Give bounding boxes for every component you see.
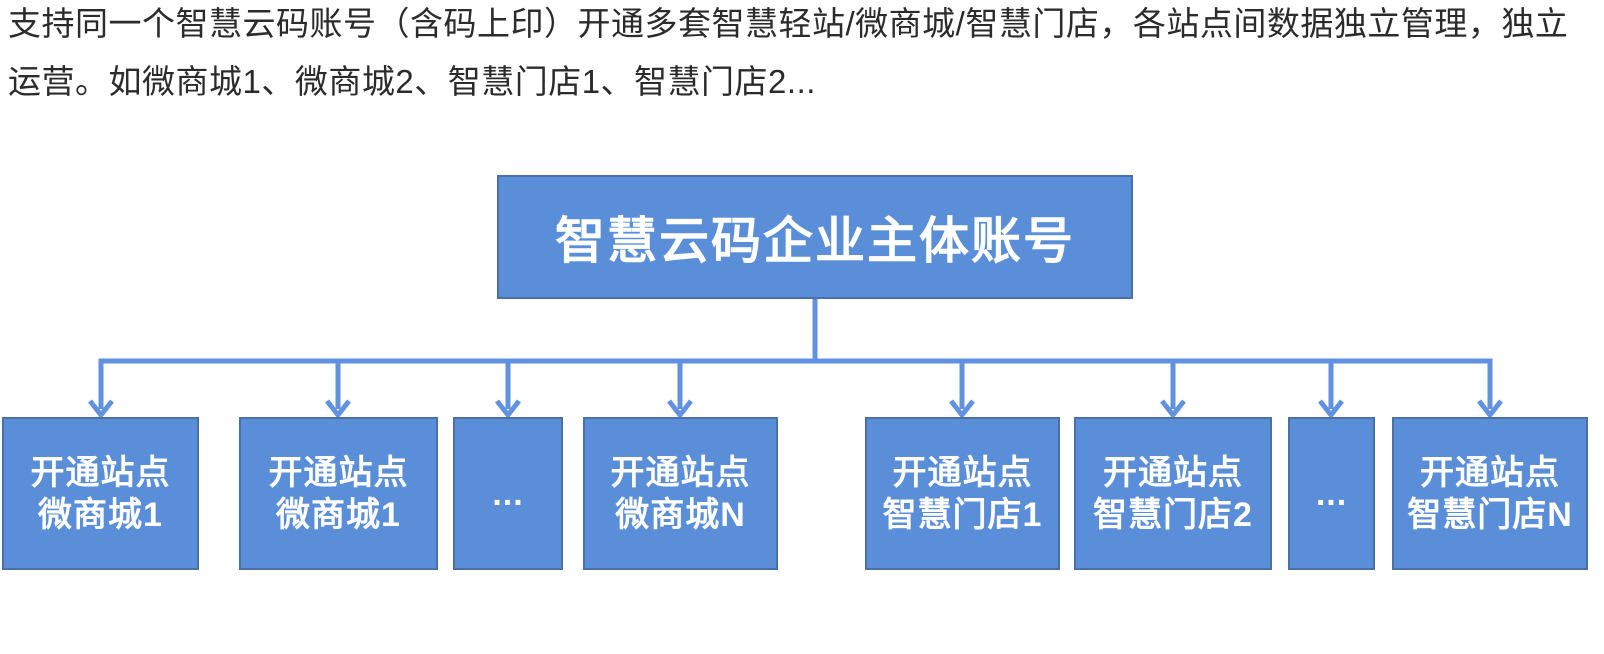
node-weishangcheng-1: 开通站点 微商城1 [2, 417, 199, 570]
node-zhihuimendian-1: 开通站点 智慧门店1 [865, 417, 1060, 570]
node-zhihuimendian-n: 开通站点 智慧门店N [1392, 417, 1588, 570]
intro-paragraph: 支持同一个智慧云码账号（含码上印）开通多套智慧轻站/微商城/智慧门店，各站点间数… [8, 0, 1604, 111]
node-label-line1: 开通站点 [1420, 453, 1560, 492]
intro-line-1: 支持同一个智慧云码账号（含码上印）开通多套智慧轻站/微商城/智慧门店，各站点间数… [8, 5, 1569, 42]
node-label-line1: 开通站点 [892, 453, 1033, 492]
node-label-line2: 智慧门店2 [1093, 495, 1253, 534]
node-label-line2: 微商城N [615, 495, 746, 534]
node-label-line1: 开通站点 [268, 453, 409, 492]
node-label-line1: 开通站点 [1103, 453, 1243, 492]
node-label-line1: 开通站点 [30, 453, 171, 492]
node-label-line2: 微商城1 [38, 495, 163, 534]
node-weishangcheng-1b: 开通站点 微商城1 [239, 417, 438, 570]
node-ellipsis-left: ... [453, 417, 563, 570]
node-label-line2: 智慧门店1 [882, 495, 1043, 534]
node-root-label: 智慧云码企业主体账号 [555, 213, 1075, 269]
node-root-account: 智慧云码企业主体账号 [497, 175, 1133, 299]
node-label-line2: 微商城1 [276, 495, 401, 534]
intro-line-2: 运营。如微商城1、微商城2、智慧门店1、智慧门店2... [8, 63, 816, 100]
node-label-line1: ... [492, 474, 524, 513]
node-label-line1: ... [1315, 474, 1348, 513]
node-ellipsis-right: ... [1288, 417, 1375, 570]
node-label-line1: 开通站点 [610, 453, 751, 492]
node-zhihuimendian-2: 开通站点 智慧门店2 [1074, 417, 1272, 570]
node-weishangcheng-n: 开通站点 微商城N [583, 417, 778, 570]
node-label-line2: 智慧门店N [1407, 495, 1573, 534]
